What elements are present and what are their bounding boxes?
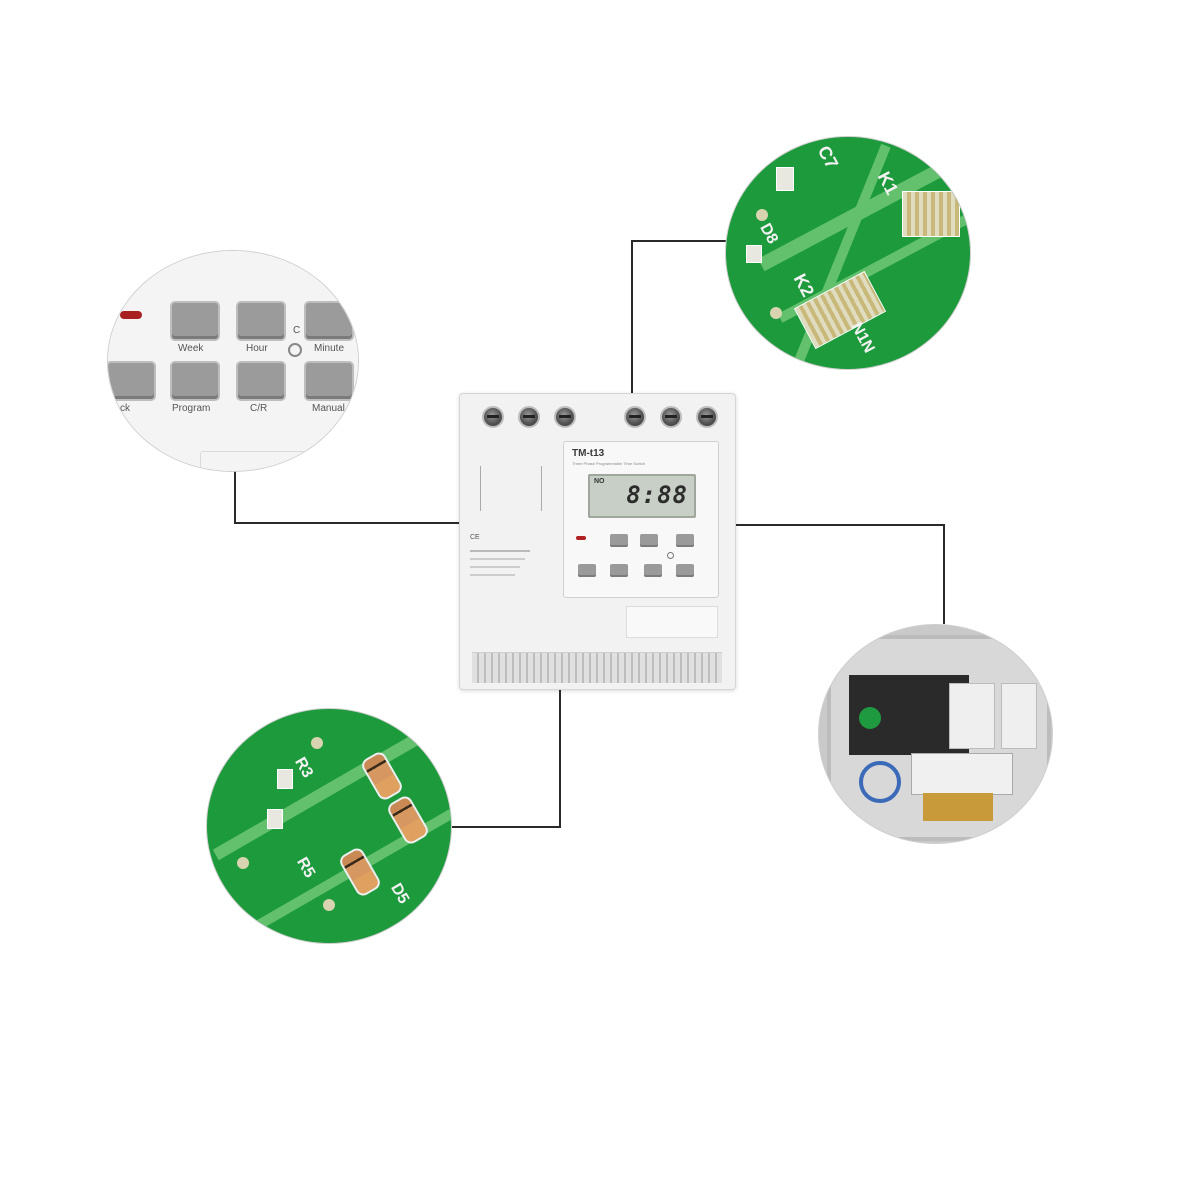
pcb-solder-pad [756,209,768,221]
power-led [576,536,586,540]
zoom-minute-button [306,303,352,339]
zoom-week-button [172,303,218,339]
model-subtitle: Three Phase Programmable Time Switch [572,461,645,466]
time-switch-device: CE TM-t13 Three Phase Programmable Time … [459,393,736,690]
transformer-label [911,753,1013,795]
zoom-label-clock: ck [120,403,130,414]
connector-line-bottom-vertical [559,688,561,828]
pcb-solder-pad [323,899,335,911]
wire-coil [859,761,901,803]
pcb-smd-component [746,245,762,263]
pcb-silk-d8: D8 [756,220,781,247]
zoom-hour-button [238,303,284,339]
screw-terminal-2 [518,406,540,428]
pcb-silk-n1n: N1N [847,319,878,356]
zoom-label-hour: Hour [246,343,268,354]
resistor-component [385,793,431,847]
pcb-solder-pad [770,307,782,319]
connector-line-right-vertical [943,524,945,624]
reset-pinhole-icon[interactable] [667,552,674,559]
lcd-display: NO 8:88 [588,474,696,518]
pcb-smd-component [267,809,283,829]
keypad-zoom-indicator [120,311,142,319]
panel-minute-button[interactable] [676,534,694,547]
pcb-zoom-circle-top-right: C7 K1 D8 K2 N1N [726,137,970,369]
connector-line-topright-vertical [631,240,633,394]
keypad-zoom-circle: Week Hour C Minute ck Program C/R Manual [108,251,358,471]
connector-line-topright-horizontal [631,240,727,242]
zoom-label-c: C [293,325,301,336]
screw-terminal-6 [696,406,718,428]
ce-mark: CE [470,534,480,541]
pcb-zoom-circle-bottom-left: R3 D5 R5 [207,709,451,943]
connector-line-left-horizontal [234,522,460,524]
pcb-silk-r5: R5 [293,854,319,881]
lcd-indicator: NO [594,478,605,485]
pcb-silk-d5: D5 [387,880,413,907]
pcb-relay-pad [902,191,960,237]
connector-line-right-horizontal [733,524,945,526]
keypad-zoom-surface [108,251,358,471]
zoom-label-manual: Manual [312,403,345,414]
screw-terminal-4 [624,406,646,428]
zoom-manual-button [306,363,352,399]
zoom-label-program: Program [172,403,211,414]
zoom-label-cr: C/R [250,403,268,414]
panel-manual-button[interactable] [676,564,694,577]
zoom-cr-button [238,363,284,399]
pcb-silk-r3: R3 [291,754,317,781]
screw-terminal-3 [554,406,576,428]
transformer-core [923,793,993,821]
spec-text-line [470,558,525,560]
relay-block [949,683,995,749]
resistor-component [359,749,405,803]
lcd-time: 8:88 [626,481,688,509]
zoom-clock-button [108,363,154,399]
panel-clock-button[interactable] [578,564,596,577]
model-name: TM-t13 [572,448,605,459]
pcb-solder-pad [311,737,323,749]
panel-cr-button[interactable] [644,564,662,577]
control-panel: TM-t13 Three Phase Programmable Time Swi… [563,441,719,598]
green-capacitor [859,707,881,729]
zoom-label-week: Week [178,343,204,354]
pcb-solder-pad [237,857,249,869]
zoom-program-button [172,363,218,399]
zoom-label-plate [200,451,352,471]
reset-pinhole-icon [288,343,302,357]
screw-terminal-5 [660,406,682,428]
pcb-silk-c7: C7 [813,142,843,173]
spec-text-line [470,566,520,568]
wiring-diagram [480,466,542,511]
panel-hour-button[interactable] [640,534,658,547]
label-plate [626,606,718,638]
spec-text-line [470,574,515,576]
panel-week-button[interactable] [610,534,628,547]
spec-text-line [470,550,530,552]
zoom-label-minute: Minute [314,343,345,354]
relay-block [1001,683,1037,749]
screw-terminal-1 [482,406,504,428]
internal-components-zoom-circle [819,625,1052,843]
ventilation-grille [472,652,722,683]
panel-program-button[interactable] [610,564,628,577]
connector-line-bottom-horizontal [452,826,561,828]
pcb-smd-component [277,769,293,789]
pcb-smd-component [776,167,794,191]
connector-line-left-vertical [234,466,236,524]
